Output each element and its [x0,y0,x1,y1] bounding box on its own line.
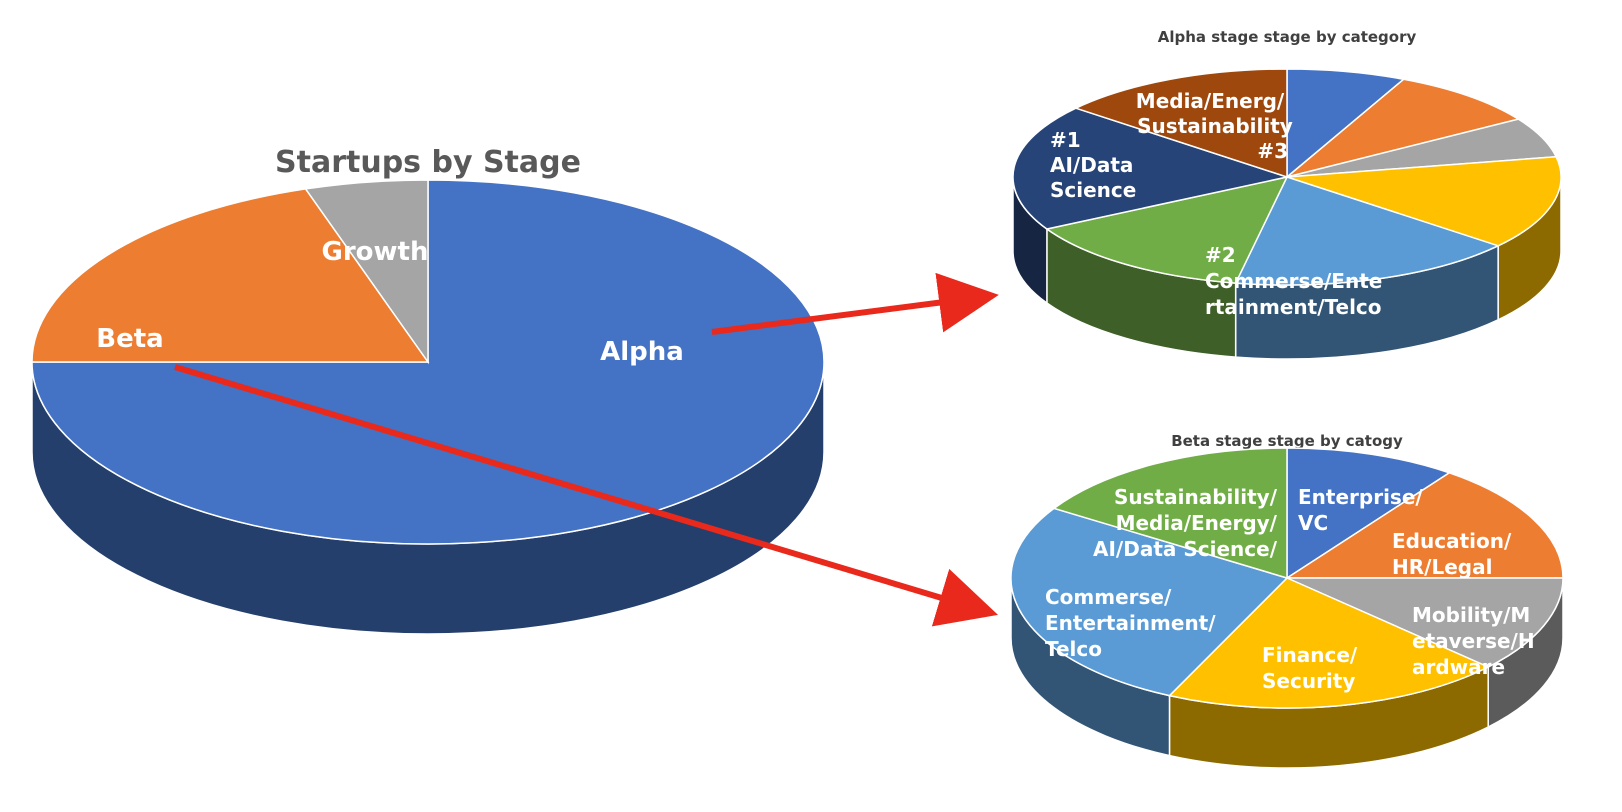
beta-label-enterprise-line2: VC [1298,511,1328,535]
main-label-beta: Beta [96,324,163,354]
beta-pie-slice-3 [1167,577,1490,709]
alpha-label-commerce-line2: Commerse/Ente [1205,269,1382,293]
beta-label-finance-line1: Finance/ [1262,643,1358,667]
alpha-pie-slice-0 [1286,68,1406,179]
arrow-alpha-to-category [711,272,999,335]
beta-category-pie [1010,447,1564,769]
arrow-beta-to-category [174,364,998,627]
main-label-growth: Growth [322,237,429,267]
alpha-label-ai-line1: #1 [1050,128,1081,152]
beta-label-mobility-line2: etaverse/H [1412,629,1535,653]
alpha-label-commerce-line1: #2 [1205,243,1236,267]
alpha-label-media-line1: Media/Energ/ [1136,89,1285,113]
beta-chart-title: Beta stage stage by catogy [1171,432,1403,450]
main-label-alpha: Alpha [600,337,684,367]
alpha-category-pie [1012,68,1562,360]
beta-label-commerce-line1: Commerse/ [1045,585,1172,609]
beta-pie-slice-4 [1010,507,1289,697]
beta-label-mobility-line3: ardware [1412,655,1505,679]
alpha-label-media-line3: #3 [1257,139,1288,163]
alpha-pie-slice-3 [1286,155,1562,247]
beta-label-mobility-line1: Mobility/M [1412,603,1530,627]
alpha-label-ai-line2: AI/Data [1050,153,1133,177]
beta-label-sustain-line3: AI/Data Science/ [1093,537,1278,561]
beta-label-sustain-line2: Media/Energy/ [1116,511,1278,535]
alpha-label-media-line2: Sustainability [1137,114,1293,138]
beta-label-sustain-line1: Sustainability/ [1114,485,1278,509]
main-stage-pie [31,179,825,635]
alpha-chart-title: Alpha stage stage by category [1158,28,1417,46]
main-pie-slice-1 [31,188,430,363]
beta-label-enterprise-line1: Enterprise/ [1298,485,1423,509]
alpha-pie-slice-1 [1286,78,1521,178]
main-chart-title: Startups by Stage [275,145,581,180]
alpha-pie-slice-4 [1234,176,1501,286]
beta-pie-slice-2 [1286,577,1564,668]
alpha-label-ai-line3: Science [1050,178,1136,202]
beta-pie-slice-0 [1286,447,1451,580]
main-pie-slice-0 [31,179,825,545]
alpha-pie-slice-5 [1045,175,1289,284]
alpha-pie-slice-7 [1073,68,1288,179]
alpha-pie-slice-6 [1012,107,1290,230]
beta-pie-slice-1 [1284,472,1564,579]
beta-label-finance-line2: Security [1262,669,1355,693]
beta-pie-slice-5 [1052,447,1288,580]
main-pie-slice-2 [304,179,429,365]
beta-label-education-line2: HR/Legal [1392,555,1492,579]
beta-label-education-line1: Education/ [1392,529,1512,553]
beta-label-commerce-line3: Telco [1045,637,1102,661]
alpha-label-commerce-line3: rtainment/Telco [1205,295,1382,319]
beta-label-commerce-line2: Entertainment/ [1045,611,1216,635]
